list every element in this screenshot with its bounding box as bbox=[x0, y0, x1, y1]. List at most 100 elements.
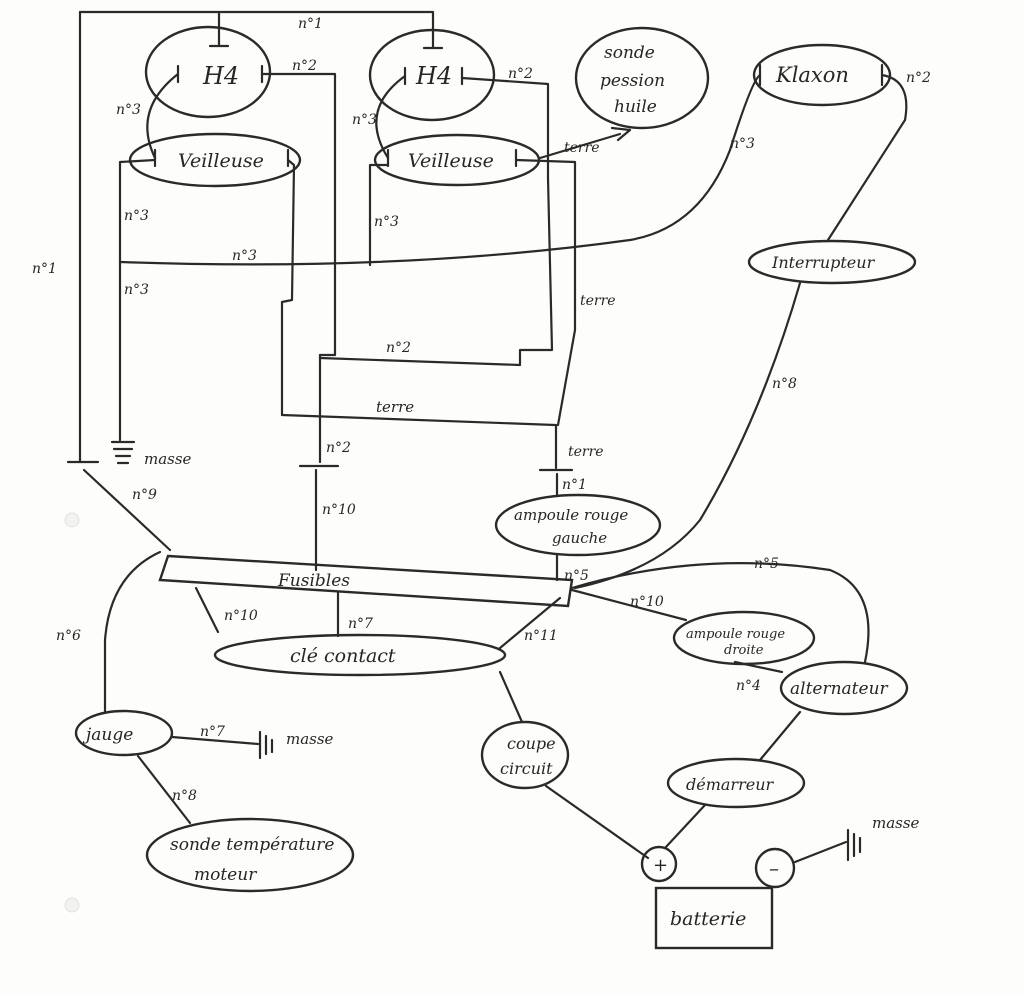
sonde-pression-label-1: sonde bbox=[604, 43, 655, 63]
wire-n8-jauge bbox=[136, 754, 192, 825]
wire-label: n°3 bbox=[232, 248, 257, 264]
wire-label: n°2 bbox=[292, 58, 317, 74]
wire-terre-sonde bbox=[538, 132, 622, 160]
wire-n9 bbox=[82, 468, 172, 552]
wire-n2-h4-right-b bbox=[318, 176, 554, 367]
wire-label: n°8 bbox=[772, 376, 797, 392]
veilleuse-right-label: Veilleuse bbox=[408, 150, 494, 172]
wire-n6 bbox=[103, 550, 162, 714]
wire-label: n°3 bbox=[374, 214, 399, 230]
wire-n11 bbox=[498, 596, 562, 650]
wire-label: n°3 bbox=[116, 102, 141, 118]
wire-label: n°1 bbox=[298, 16, 323, 32]
sonde-temp-label-1: sonde température bbox=[170, 835, 334, 855]
wire-label: n°3 bbox=[730, 136, 755, 152]
battery-minus-label: – bbox=[769, 856, 779, 880]
masse-batterie-symbol bbox=[846, 828, 862, 862]
wire-n1-top bbox=[78, 10, 435, 17]
binder-hole bbox=[64, 897, 80, 913]
sonde-pression-outline bbox=[574, 26, 710, 130]
h4-right-top-terminal bbox=[422, 12, 444, 50]
masse-label: masse bbox=[286, 730, 334, 748]
ampoule-gauche-label-1: ampoule rouge bbox=[514, 506, 628, 524]
batterie-label: batterie bbox=[670, 908, 746, 930]
masse-jauge-symbol bbox=[258, 730, 274, 760]
sonde-arrow bbox=[610, 126, 632, 142]
alternateur-outline bbox=[779, 660, 909, 716]
ampoule-gauche-outline bbox=[494, 493, 662, 557]
klaxon-outline bbox=[752, 43, 892, 107]
wire-label: n°5 bbox=[564, 568, 589, 584]
h4-left-outline bbox=[144, 25, 272, 119]
wire-n2-h4-left bbox=[260, 72, 337, 357]
wire-terre-veilleuse-right bbox=[514, 158, 577, 427]
masse-label: masse bbox=[872, 814, 920, 832]
sonde-pression-label-2: pession bbox=[600, 71, 665, 91]
wire-n3-veilleuse-left bbox=[118, 158, 157, 442]
wire-label: terre bbox=[580, 293, 616, 309]
wire-terre-horizontal bbox=[280, 413, 557, 427]
wire-label: n°1 bbox=[32, 261, 57, 277]
masse-label: masse bbox=[144, 450, 192, 468]
wire-n10-cle bbox=[194, 586, 220, 634]
wire-terre-veilleuse-left bbox=[280, 158, 296, 417]
wire-label: n°7 bbox=[348, 616, 373, 632]
wire-cle-coupe-circuit bbox=[498, 670, 524, 724]
wire-n8-interrupteur bbox=[573, 281, 802, 590]
wire-label: n°2 bbox=[326, 440, 351, 456]
wire-n4 bbox=[733, 660, 784, 674]
coupe-circuit-label-1: coupe bbox=[507, 734, 556, 753]
veilleuse-left-outline bbox=[128, 132, 302, 188]
wire-coupe-circuit-batterie bbox=[544, 784, 650, 860]
cle-contact-label: clé contact bbox=[290, 645, 396, 667]
interrupteur-label: Interrupteur bbox=[771, 253, 876, 272]
wire-label: n°2 bbox=[906, 70, 931, 86]
wire-n3-klaxon bbox=[118, 73, 762, 266]
wire-label: n°1 bbox=[562, 477, 587, 493]
wire-label: terre bbox=[568, 444, 604, 460]
wire-demarreur-alternateur bbox=[758, 710, 802, 762]
wire-label: n°7 bbox=[200, 724, 225, 740]
cle-contact-outline bbox=[213, 633, 507, 677]
wire-n7-jauge bbox=[170, 735, 260, 746]
wire-batterie-masse bbox=[793, 840, 848, 864]
wire-n5-lower bbox=[570, 562, 870, 664]
fusibles-bar bbox=[158, 554, 574, 608]
wire-n2-h4-right-a bbox=[460, 76, 550, 180]
interrupteur-outline bbox=[747, 239, 917, 285]
wire-label: n°10 bbox=[224, 608, 258, 624]
batterie-box bbox=[654, 886, 774, 950]
wire-label: n°3 bbox=[124, 282, 149, 298]
wire-n2-klaxon bbox=[826, 73, 908, 242]
alternateur-label: alternateur bbox=[790, 679, 889, 699]
jauge-label: jauge bbox=[82, 725, 133, 745]
battery-plus-terminal bbox=[640, 845, 678, 883]
ampoule-droite-label-2: droite bbox=[724, 643, 764, 658]
wire-n3-right-h4 bbox=[375, 74, 407, 160]
masse-ground-symbol bbox=[110, 440, 136, 465]
h4-left-label: H4 bbox=[202, 62, 239, 90]
sonde-temp-label-2: moteur bbox=[194, 865, 257, 885]
fusibles-label: Fusibles bbox=[277, 571, 350, 591]
binder-hole bbox=[64, 512, 80, 528]
jauge-outline bbox=[74, 709, 174, 757]
wire-label: n°2 bbox=[386, 340, 411, 356]
coupe-circuit-label-2: circuit bbox=[500, 759, 553, 778]
wire-label: n°3 bbox=[124, 208, 149, 224]
wire-n10-ampoule bbox=[570, 588, 688, 622]
wire-label: n°11 bbox=[524, 628, 558, 644]
wire-label: n°9 bbox=[132, 487, 157, 503]
wire-n3-veilleuse-right bbox=[368, 163, 390, 267]
h4-right-label: H4 bbox=[415, 62, 452, 90]
wire-label: terre bbox=[564, 140, 600, 156]
veilleuse-left-label: Veilleuse bbox=[178, 150, 264, 172]
battery-minus-terminal bbox=[754, 847, 796, 889]
demarreur-label: démarreur bbox=[686, 775, 774, 794]
ampoule-droite-label-1: ampoule rouge bbox=[686, 627, 785, 642]
wire-n3-left-h4 bbox=[146, 72, 180, 160]
wire-label: n°8 bbox=[172, 788, 197, 804]
wire-demarreur-batterie bbox=[663, 803, 707, 850]
wire-label: n°5 bbox=[754, 556, 779, 572]
